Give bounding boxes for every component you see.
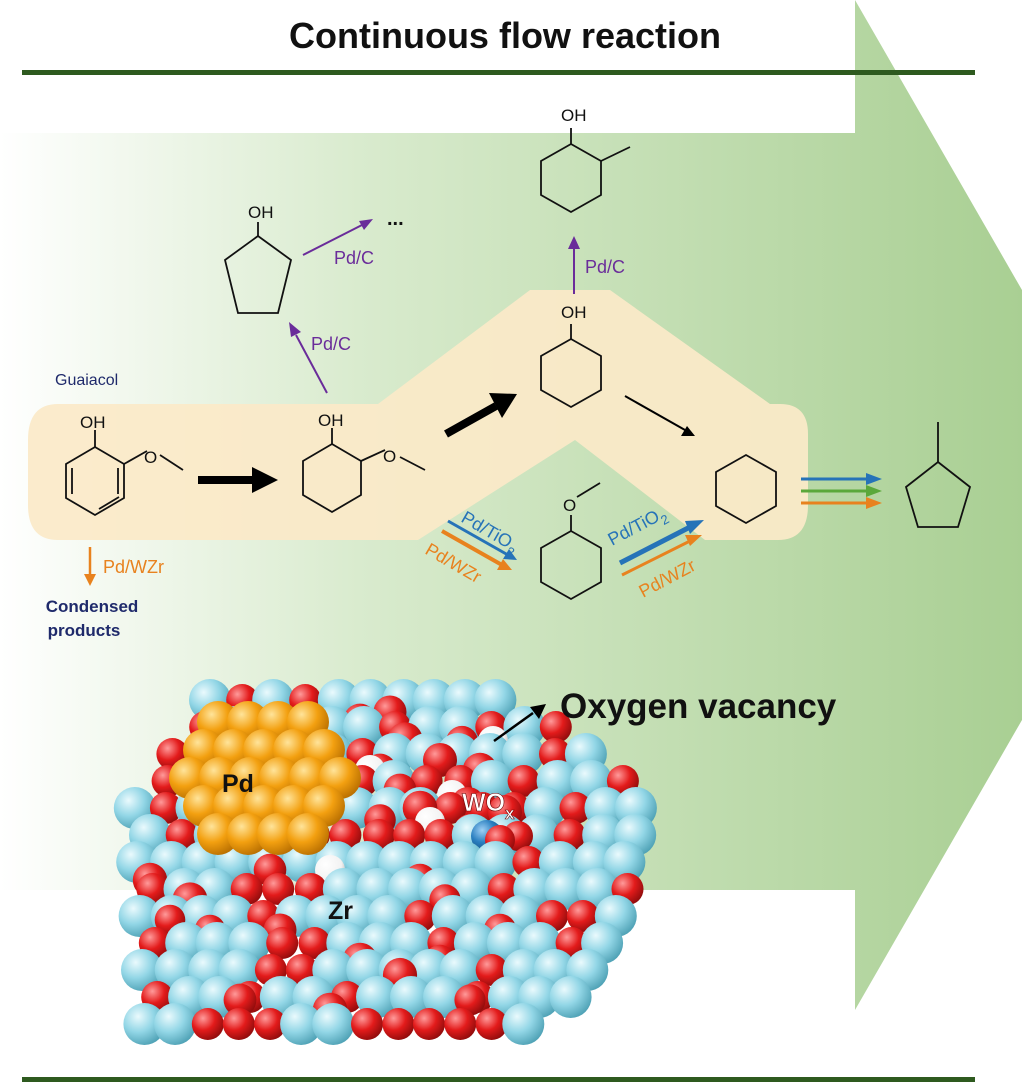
oxygen-vacancy-pointer — [493, 704, 546, 743]
cyclohexanol-structure — [540, 324, 602, 409]
zr-atom — [123, 1003, 166, 1045]
pd-atom — [287, 813, 329, 855]
zr-atom — [549, 976, 592, 1018]
demethoxylation-arrows — [441, 519, 517, 570]
zr-atom — [474, 679, 517, 721]
methoxycyclohexanol-structure — [302, 428, 426, 514]
oxygen-atom — [298, 927, 331, 959]
oxygen-atom — [223, 983, 257, 1017]
page-title: Continuous flow reaction — [289, 15, 721, 56]
isomerization-arrows — [801, 473, 882, 509]
cyclohexane-structure — [715, 453, 777, 525]
zr-atom — [390, 976, 432, 1018]
oxygen-atom — [475, 954, 508, 986]
title-rule — [22, 70, 975, 75]
methylcyclohexanol-oh: OH — [561, 106, 587, 125]
main-arrow-2 — [444, 393, 517, 438]
ring-contraction-catalyst: Pd/C — [311, 334, 351, 354]
methylcyclopentane-structure — [904, 422, 972, 528]
oxygen-atom — [566, 900, 599, 932]
zr-atom — [154, 1003, 196, 1045]
zr-atom — [312, 1003, 355, 1045]
condensed-products-line2: products — [48, 621, 121, 640]
pd-atom — [257, 813, 299, 855]
zr-atom — [423, 976, 465, 1018]
condensation-catalyst: Pd/WZr — [103, 557, 164, 577]
oxygen-atom — [413, 1008, 445, 1040]
methoxycyclohexane-structure — [540, 482, 602, 601]
oxygen-atom — [254, 1008, 287, 1040]
svg-text:WOx: WOx — [462, 789, 515, 823]
zr-atom — [502, 733, 545, 775]
cyclopentanol-structure — [223, 222, 293, 314]
methoxycyclohexanol-ether-o: O — [383, 447, 396, 466]
oxygen-atom — [507, 765, 540, 797]
condensed-products-line1: Condensed — [46, 597, 139, 616]
zr-label: Zr — [328, 897, 353, 925]
oxygen-atom — [351, 1008, 383, 1040]
oxygen-atom — [444, 1008, 477, 1040]
pd-atom — [227, 813, 269, 855]
oxygen-atom — [266, 927, 299, 959]
methylcyclohexanol-structure — [540, 128, 631, 214]
pd-cluster-label: Pd — [222, 770, 254, 798]
zr-atom — [343, 706, 385, 748]
wox-label: WOx — [462, 789, 516, 824]
guaiacol-oh: OH — [80, 413, 106, 432]
methoxycyclohexane-ether-o: O — [563, 496, 576, 515]
zr-atom — [470, 760, 513, 802]
methylation-catalyst: Pd/C — [585, 257, 625, 277]
zr-atom — [544, 868, 587, 910]
zr-atom — [502, 1003, 545, 1045]
methylation-arrow — [568, 236, 580, 294]
ring-contraction-arrow — [289, 322, 328, 394]
zr-atom — [118, 895, 161, 937]
main-arrow-1 — [198, 467, 278, 493]
guaiacol-ether-o: O — [144, 448, 157, 467]
zr-atom — [356, 976, 398, 1018]
methoxycyclohexanol-oh: OH — [318, 411, 344, 430]
zr-atom — [121, 949, 163, 991]
oxygen-atom — [539, 711, 572, 743]
oxygen-atom — [475, 1008, 508, 1040]
guaiacol-label: Guaiacol — [55, 372, 118, 389]
bottom-rule — [22, 1077, 975, 1082]
guaiacol-structure — [65, 430, 184, 517]
zr-atom — [280, 1003, 323, 1045]
oxygen-atom — [191, 1008, 224, 1040]
dehydration-arrow — [624, 395, 695, 436]
oxygen-atom — [382, 1008, 415, 1040]
cyclohexanol-oh: OH — [561, 303, 587, 322]
deoxygenation-arrows — [618, 520, 704, 577]
oxygen-vacancy-label: Oxygen vacancy — [560, 687, 837, 726]
oxygen-atom — [559, 792, 592, 824]
catalyst-space-filling-model — [113, 679, 657, 1045]
oxygen-atom — [222, 1008, 255, 1040]
oxygen-atom — [454, 984, 486, 1016]
further-conversion-arrow — [302, 219, 373, 256]
further-products-ellipsis: ... — [387, 208, 404, 230]
cyclopentanol-oh: OH — [248, 203, 274, 222]
zr-atom — [603, 841, 646, 883]
condensation-arrow — [84, 547, 96, 586]
pd-atom — [197, 813, 239, 855]
oxygen-atom — [262, 873, 295, 905]
further-conversion-catalyst: Pd/C — [334, 248, 374, 268]
zr-atom — [474, 841, 517, 883]
